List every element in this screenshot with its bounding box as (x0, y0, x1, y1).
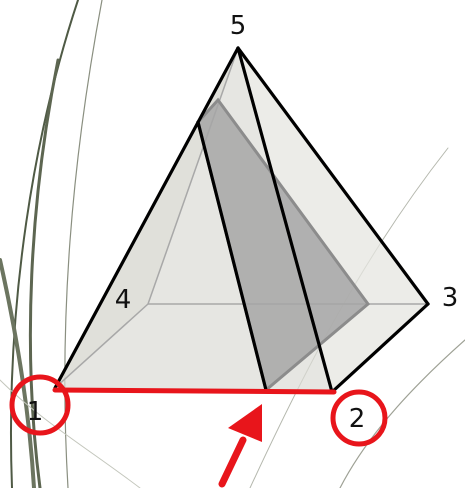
section-edge-front (196, 120, 268, 392)
highlighted-edge-1-2 (52, 387, 337, 395)
bg-stroke-4 (0, 258, 36, 488)
edge-2-3 (330, 302, 430, 394)
edge-1-4 (54, 303, 149, 389)
vertex-label-1: 1 (27, 397, 44, 427)
bg-stroke-7 (0, 379, 141, 488)
vertex-label-4: 4 (115, 285, 132, 315)
vertex-label-2: 2 (349, 404, 366, 434)
vertex-label-3: 3 (442, 283, 459, 313)
face-right (238, 48, 428, 392)
edge-5-4 (147, 47, 239, 305)
arrow-head (228, 404, 262, 442)
bg-stroke-2 (64, 0, 103, 488)
edge-5-1 (53, 46, 240, 390)
edge-5-3 (236, 46, 430, 306)
arrow-shaft (218, 436, 247, 488)
vertex-label-5: 5 (230, 11, 247, 41)
edge-5-2 (236, 46, 334, 394)
highlight-circle-vertex-1 (9, 374, 71, 436)
pointer-arrow (218, 404, 262, 488)
vertex-labels: 5 4 3 1 2 (27, 11, 459, 434)
bg-stroke-6 (339, 339, 465, 488)
highlight-circle-vertex-2 (330, 389, 388, 447)
visible-edges (53, 46, 430, 394)
